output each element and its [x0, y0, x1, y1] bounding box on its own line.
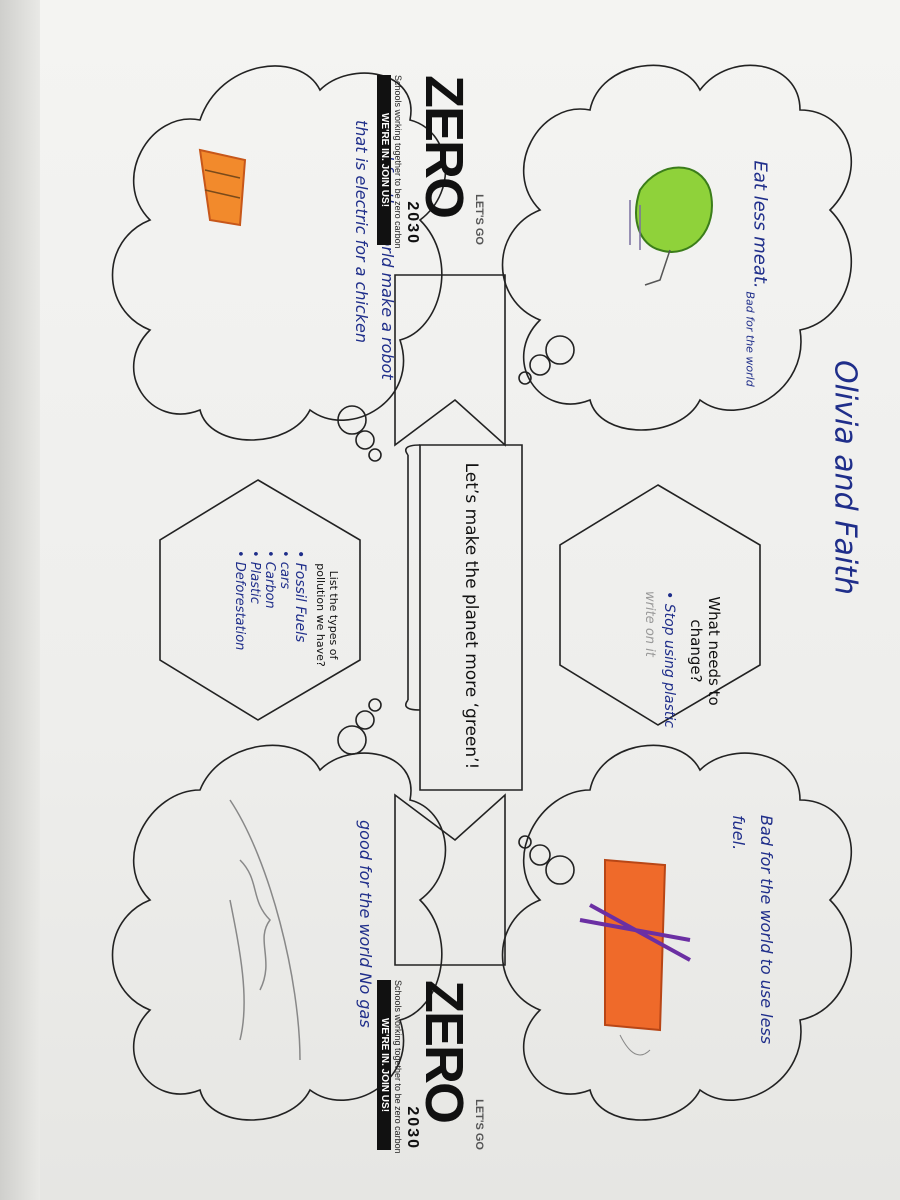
cloud-bottom-left [111, 744, 447, 1121]
cloud-bottom-right-text: Bad for the world to use less fuel. [729, 815, 776, 1045]
cloud-bubble [368, 448, 382, 462]
logo-zero: ZERO [414, 980, 474, 1123]
lets-go-zero-logo-bottom: LET'S GO ZERO 2030 Schools working toget… [375, 980, 485, 1154]
logo-slogan: WE'RE IN. JOIN US! [377, 75, 391, 245]
banner-text: Let’s make the planet more ‘green’! [461, 462, 481, 770]
pollution-item: • Carbon [262, 550, 277, 609]
cloud-bottom-left-text: good for the world No gas [356, 820, 375, 1028]
logo-zero: ZERO [414, 75, 474, 218]
drawing-cake [198, 148, 247, 227]
hex-change-question: What needs to change? [687, 596, 723, 706]
hex-pollution: List the types of pollution we have? • F… [190, 550, 340, 680]
cloud-bubble [529, 844, 551, 866]
hex-change-answer: • Stop using plastic [661, 591, 677, 728]
drawing-dinosaur [629, 166, 713, 286]
hex-pollution-outline [159, 479, 361, 721]
hex-change: What needs to change? • Stop using plast… [593, 591, 723, 728]
drawing-pencil-scribble [229, 799, 301, 1061]
pollution-item: • Fossil Fuels [292, 550, 308, 643]
logo-year: 2030 [404, 1106, 421, 1150]
banner-body [419, 444, 523, 791]
cloud-bubble [355, 430, 375, 450]
banner-tail-bottom [394, 793, 506, 966]
cloud-top-right [501, 64, 853, 431]
logo-year: 2030 [404, 201, 421, 245]
drawing-bus [579, 858, 691, 1056]
cloud-bubble [529, 354, 551, 376]
cloud-top-left-text: good for the world make a robot that is … [352, 120, 397, 380]
cloud-bubble [545, 855, 575, 885]
cloud-bubble [337, 405, 367, 435]
lets-go-zero-logo-top: LET'S GO ZERO 2030 Schools working toget… [375, 75, 485, 249]
cloud-bubble [518, 371, 532, 385]
hex-change-scribble: write on it [642, 591, 657, 657]
pollution-item: • cars [277, 550, 292, 590]
hex-change-outline [559, 484, 761, 726]
cloud-bubble [518, 835, 532, 849]
cloud-bubble [355, 710, 375, 730]
cloud-bottom-right [501, 744, 853, 1121]
paper-edge [0, 0, 40, 1200]
cloud-bubble [368, 698, 382, 712]
cloud-bubble [337, 725, 367, 755]
pollution-item: • Deforestation [232, 550, 247, 651]
banner-tail-top [394, 274, 506, 447]
pollution-item: • Plastic [247, 550, 262, 604]
logo-slogan: WE'RE IN. JOIN US! [377, 980, 391, 1150]
logo-tagline: Schools working together to be zero carb… [393, 980, 403, 1154]
cloud-bubble [545, 335, 575, 365]
hex-pollution-question: List the types of pollution we have? [314, 563, 340, 667]
cloud-top-right-note: Bad for the world [743, 291, 757, 387]
logo-tagline: Schools working together to be zero carb… [393, 75, 403, 249]
student-names: Olivia and Faith [827, 359, 863, 596]
